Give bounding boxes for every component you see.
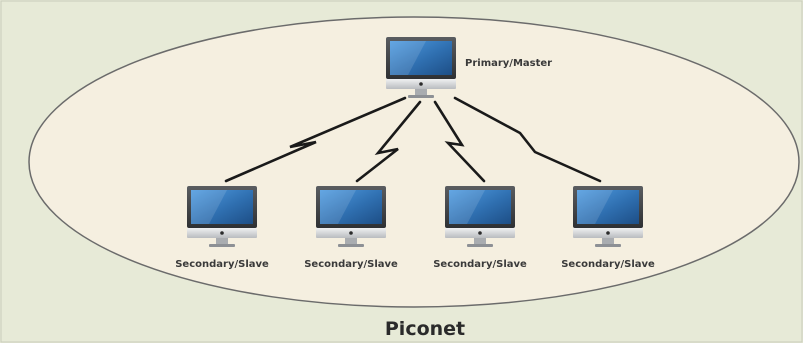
secondary-label: Secondary/Slave [433,259,527,270]
link-to-secondary-2 [355,100,422,183]
desktop-monitor-icon [187,186,257,247]
primary-label: Primary/Master [465,58,552,69]
piconet-title: Piconet [385,318,465,340]
link-to-secondary-4 [453,96,602,183]
desktop-monitor-icon [316,186,386,247]
wireless-links [224,96,602,183]
secondary-node-2: Secondary/Slave [304,186,398,270]
secondary-node-4: Secondary/Slave [561,186,655,270]
secondary-node-3: Secondary/Slave [433,186,527,270]
link-to-secondary-1 [224,96,407,183]
secondary-label: Secondary/Slave [561,259,655,270]
secondary-node-1: Secondary/Slave [175,186,269,270]
desktop-monitor-icon [445,186,515,247]
secondary-label: Secondary/Slave [175,259,269,270]
primary-node: Primary/Master [386,37,552,98]
desktop-monitor-icon [573,186,643,247]
secondary-label: Secondary/Slave [304,259,398,270]
link-to-secondary-3 [433,100,486,183]
desktop-monitor-icon [386,37,456,98]
